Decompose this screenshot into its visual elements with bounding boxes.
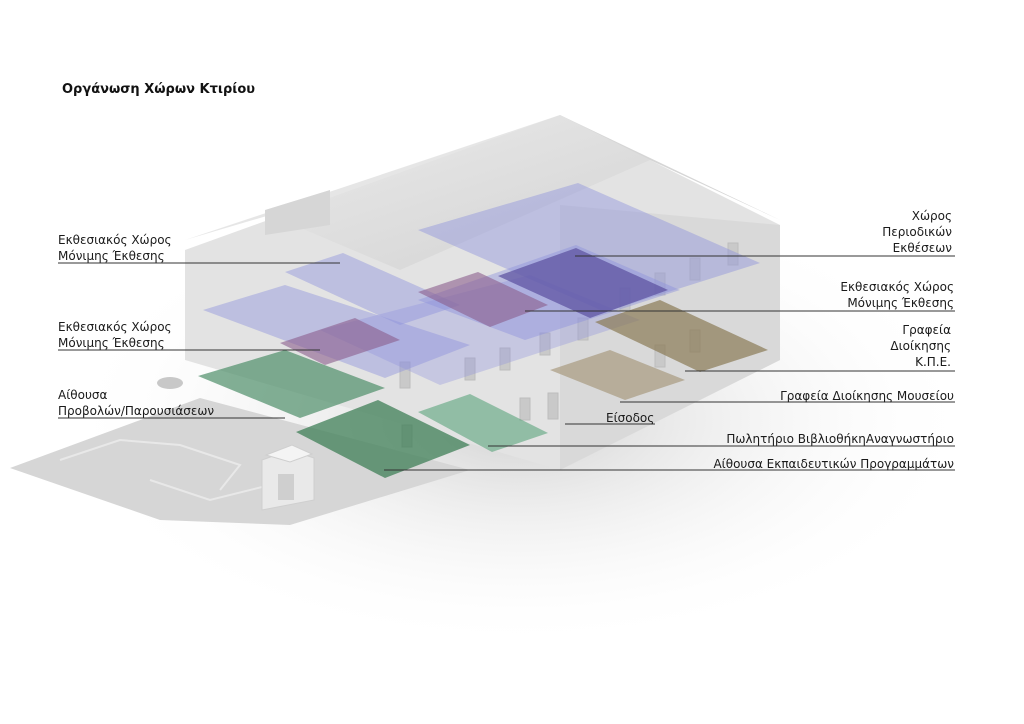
label-line: Γραφεία — [902, 323, 951, 337]
label-line: Είσοδος — [606, 411, 655, 425]
diagram-title: Οργάνωση Χώρων Κτιρίου — [62, 82, 256, 97]
label-perm-exhibition-right: Εκθεσιακός Χώρος Μόνιμης Έκθεσης — [840, 279, 954, 311]
zone-temporary-exhibitions — [418, 183, 760, 312]
zone-museum-offices — [550, 350, 685, 400]
zone-perm-exhibition-top-left — [285, 253, 460, 325]
label-kpe-offices: Γραφεία Διοίκησης Κ.Π.Ε. — [890, 322, 951, 370]
label-education-hall: Αίθουσα Εκπαιδευτικών Προγραμμάτων — [713, 456, 954, 472]
label-line: Χώρος — [911, 209, 952, 223]
label-line: Εκθεσιακός Χώρος — [58, 320, 172, 334]
label-line: Περιοδικών — [882, 225, 952, 239]
zone-education-hall — [296, 400, 470, 478]
label-line: Εκθέσεων — [892, 241, 952, 255]
label-line: Προβολών/Παρουσιάσεων — [58, 404, 215, 418]
label-line: Αίθουσα — [58, 388, 108, 402]
label-line: Μόνιμης Έκθεσης — [58, 336, 165, 350]
courtyard-outline — [59, 438, 242, 491]
label-line: Εκθεσιακός Χώρος — [840, 280, 954, 294]
entrance-gate — [261, 444, 315, 511]
courtyard-well — [157, 377, 183, 389]
zone-perm-exhibition-right — [498, 248, 668, 318]
label-line: Διοίκησης — [890, 339, 951, 353]
zone-kpe-offices — [595, 300, 768, 372]
label-line: Πωλητήριο ΒιβλιοθήκηΑναγνωστήριο — [726, 432, 954, 446]
zone-mauve-left — [280, 318, 400, 365]
label-projection-hall: Αίθουσα Προβολών/Παρουσιάσεων — [58, 387, 214, 419]
label-line: Γραφεία Διοίκησης Μουσείου — [780, 389, 954, 403]
zone-plates — [198, 183, 768, 478]
zone-mauve-upper — [418, 272, 548, 327]
label-museum-offices: Γραφεία Διοίκησης Μουσείου — [780, 388, 954, 404]
label-perm-exhibition-upper-left: Εκθεσιακός Χώρος Μόνιμης Έκθεσης — [58, 232, 172, 264]
zone-shop-library — [418, 394, 548, 452]
label-line: Αίθουσα Εκπαιδευτικών Προγραμμάτων — [713, 457, 954, 471]
label-line: Μόνιμης Έκθεσης — [58, 249, 165, 263]
label-line: Κ.Π.Ε. — [915, 355, 951, 369]
courtyard-plane — [10, 398, 470, 525]
label-line: Εκθεσιακός Χώρος — [58, 233, 172, 247]
label-line: Μόνιμης Έκθεσης — [847, 296, 954, 310]
label-entrance: Είσοδος — [606, 410, 654, 426]
label-perm-exhibition-lower-left: Εκθεσιακός Χώρος Μόνιμης Έκθεσης — [58, 319, 172, 351]
label-temporary-exhibitions: Χώρος Περιοδικών Εκθέσεων — [882, 208, 952, 256]
label-shop-library: Πωλητήριο ΒιβλιοθήκηΑναγνωστήριο — [726, 431, 954, 447]
leader-lines — [58, 255, 955, 471]
zone-projection-hall — [198, 350, 385, 418]
